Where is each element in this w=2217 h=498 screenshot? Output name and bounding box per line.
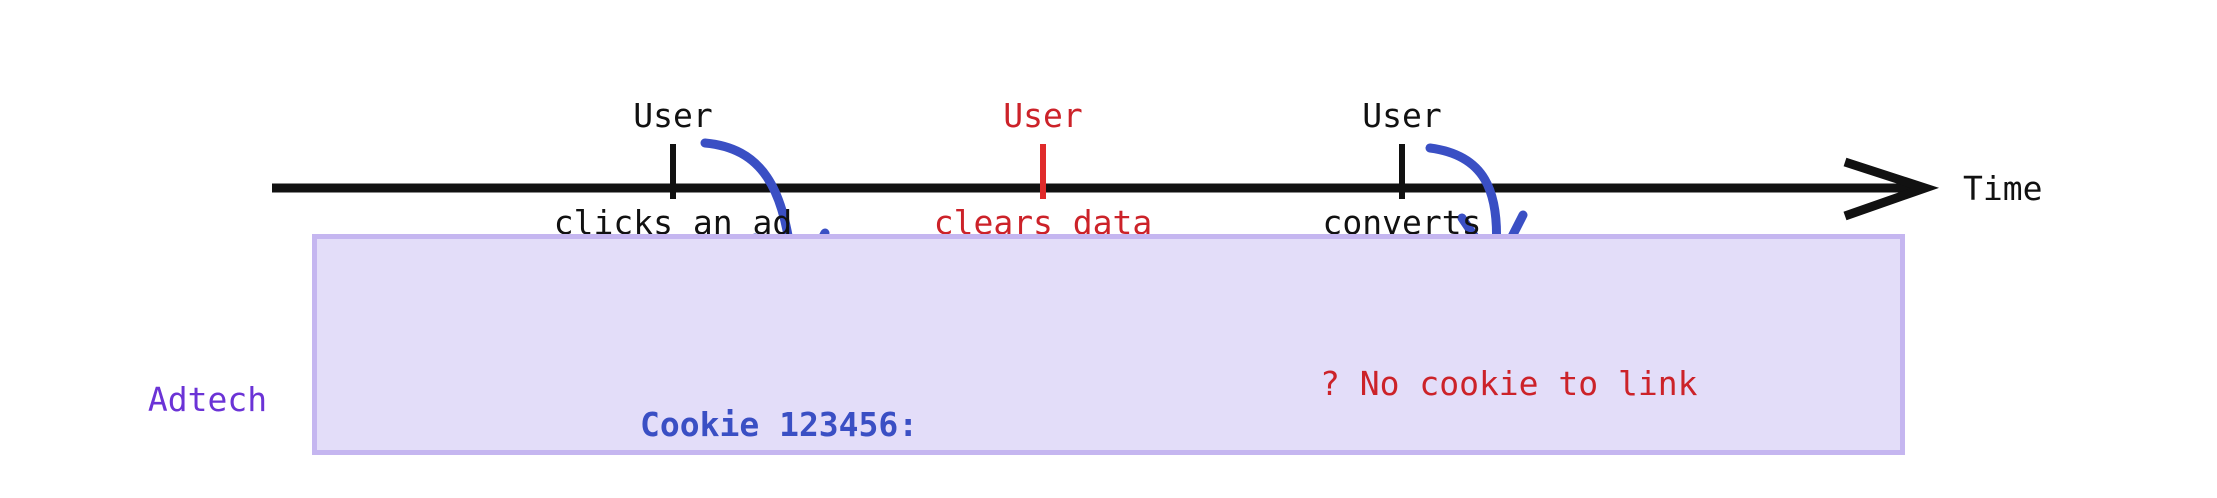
no-conversion-note-line-2: this conversion to	[1320, 491, 1698, 498]
adtech-server-lane-box	[312, 234, 1905, 455]
lane-title-line1: Adtech	[147, 380, 268, 420]
event-label-convert-line1: User	[1362, 96, 1442, 136]
no-conversion-note: ? No cookie to link this conversion to ⇒…	[1320, 277, 1698, 498]
cookie-log-line-1: Cookie 123456:	[640, 404, 919, 444]
time-axis-arrowhead	[1843, 157, 1940, 221]
event-label-click-line1: User	[633, 96, 713, 136]
lane-title-adtech-server: Adtech server	[110, 295, 305, 498]
cookie-log-entry: Cookie 123456: Ad clicked	[640, 318, 918, 498]
arrow-convert-to-note	[1425, 143, 1502, 257]
no-conversion-note-line-1: ? No cookie to link	[1320, 363, 1698, 403]
event-label-clear-data-line1: User	[1003, 96, 1083, 136]
time-axis-label: Time	[1963, 169, 2043, 208]
